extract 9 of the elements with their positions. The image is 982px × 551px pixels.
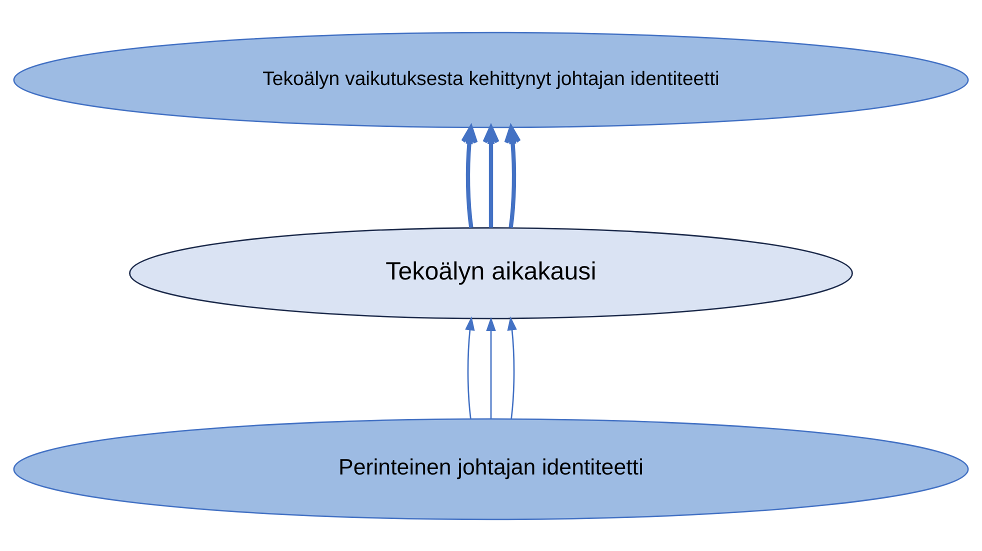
- arrow: [482, 125, 500, 228]
- node-ellipse: Tekoälyn aikakausi: [129, 226, 853, 319]
- node-ellipse: Perinteinen johtajan identiteetti: [13, 418, 969, 520]
- arrow: [504, 125, 521, 228]
- arrow: [465, 316, 475, 418]
- arrow: [507, 316, 517, 418]
- arrow: [486, 316, 496, 418]
- arrow: [461, 125, 478, 228]
- node-ellipse: Tekoälyn vaikutuksesta kehittynyt johtajan identiteetti: [13, 31, 969, 128]
